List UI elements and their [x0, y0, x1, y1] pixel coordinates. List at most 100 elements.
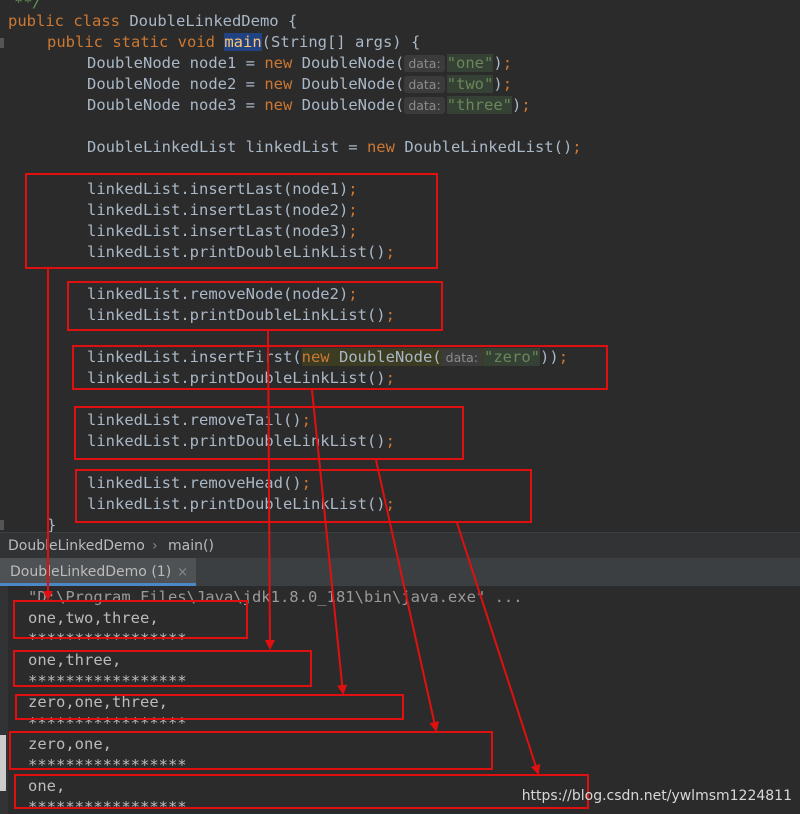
fold-marker-icon[interactable]	[0, 520, 4, 530]
semicolon: ;	[385, 243, 395, 261]
keyword: new	[264, 75, 293, 93]
semicolon: ;	[558, 348, 569, 366]
semicolon: ;	[348, 222, 358, 240]
ctor: DoubleNode(	[301, 75, 405, 93]
code-line: linkedList.printDoubleLinkList();	[87, 242, 395, 263]
statement: linkedList.printDoubleLinkList()	[87, 432, 386, 450]
statement: linkedList.removeNode(node2)	[87, 285, 349, 303]
semicolon: ;	[301, 411, 311, 429]
code-line: linkedList.removeNode(node2);	[87, 284, 358, 305]
paren: )	[493, 54, 503, 72]
code-line: linkedList.removeHead();	[87, 473, 311, 494]
statement: linkedList.insertLast(node2)	[87, 201, 349, 219]
decl: DoubleLinkedList linkedList =	[87, 138, 367, 156]
breadcrumb-method[interactable]: main()	[168, 538, 214, 554]
statement: linkedList.insertFirst(	[87, 348, 302, 366]
keyword: new	[366, 138, 395, 156]
brace: }	[47, 516, 57, 532]
semicolon: ;	[348, 180, 358, 198]
code-line: linkedList.insertFirst(new DoubleNode(da…	[87, 347, 568, 368]
code-line: linkedList.printDoubleLinkList();	[87, 368, 395, 389]
annotation-box-output-3	[15, 694, 404, 720]
annotation-box-output-2	[13, 650, 312, 687]
code-line: linkedList.removeTail();	[87, 410, 311, 431]
console-output-line: one,	[28, 777, 66, 795]
keyword: public class	[8, 12, 120, 30]
console-separator: *****************	[28, 630, 187, 648]
semicolon: ;	[301, 474, 311, 492]
code-line: linkedList.insertLast(node1);	[87, 179, 358, 200]
tab-label: DoubleLinkedDemo (1)	[10, 564, 172, 580]
annotation-box-insert-first	[72, 345, 608, 390]
console-separator: *****************	[28, 798, 187, 814]
statement: linkedList.insertLast(node1)	[87, 180, 349, 198]
code-line: DoubleNode node1 = new DoubleNode(data:"…	[87, 53, 512, 74]
keyword: new	[264, 54, 293, 72]
code-line: public static void main(String[] args) {	[47, 32, 420, 53]
statement: linkedList.printDoubleLinkList()	[87, 495, 386, 513]
paren: )	[493, 75, 503, 93]
console-output-line: one,three,	[28, 651, 122, 669]
annotation-box-remove-head	[75, 469, 532, 523]
string-literal: "three"	[446, 96, 513, 114]
comment-text: **/	[14, 0, 42, 11]
annotation-box-output-5	[14, 774, 589, 809]
watermark: https://blog.csdn.net/ywlmsm1224811	[521, 788, 792, 804]
semicolon: ;	[348, 201, 358, 219]
statement: linkedList.printDoubleLinkList()	[87, 306, 386, 324]
paren: ))	[540, 348, 559, 366]
statement: linkedList.removeTail()	[87, 411, 302, 429]
annotation-box-output-1	[13, 600, 248, 639]
param-hint: data:	[441, 349, 483, 366]
tab-run-config[interactable]: DoubleLinkedDemo (1) ×	[0, 558, 197, 586]
ctor: DoubleLinkedList()	[404, 138, 573, 156]
paren: )	[512, 96, 522, 114]
ctor: DoubleNode(	[338, 348, 442, 366]
close-icon[interactable]: ×	[177, 565, 189, 580]
console-output-line: zero,one,three,	[28, 693, 168, 711]
params: (String[] args) {	[261, 33, 421, 51]
statement: linkedList.removeHead()	[87, 474, 302, 492]
console-output-line: one,two,three,	[28, 609, 159, 627]
semicolon: ;	[521, 96, 531, 114]
breadcrumb: DoubleLinkedDemo › main()	[0, 532, 800, 559]
statement: linkedList.insertLast(node3)	[87, 222, 349, 240]
breadcrumb-class[interactable]: DoubleLinkedDemo	[8, 538, 145, 554]
statement: linkedList.printDoubleLinkList()	[87, 369, 386, 387]
console-gutter-selection	[0, 735, 6, 791]
keyword: new	[301, 348, 330, 366]
annotation-box-remove-node	[67, 281, 443, 331]
decl: DoubleNode node2 =	[87, 75, 265, 93]
statement: linkedList.printDoubleLinkList()	[87, 243, 386, 261]
code-line: **/	[14, 0, 42, 13]
semicolon: ;	[385, 432, 395, 450]
keyword: public static void	[47, 33, 215, 51]
semicolon: ;	[572, 138, 582, 156]
class-name: DoubleLinkedDemo	[129, 12, 279, 30]
fold-marker-icon[interactable]	[0, 38, 4, 48]
method-name: main	[224, 33, 262, 51]
code-editor[interactable]: **/ public class DoubleLinkedDemo { publ…	[0, 0, 800, 532]
code-line: public class DoubleLinkedDemo {	[8, 11, 297, 32]
string-literal: "zero"	[484, 348, 541, 366]
param-hint: data:	[404, 76, 445, 93]
chevron-right-icon: ›	[152, 538, 158, 554]
code-line: DoubleNode node2 = new DoubleNode(data:"…	[87, 74, 512, 95]
decl: DoubleNode node3 =	[87, 96, 265, 114]
ctor: DoubleNode(	[301, 54, 405, 72]
string-literal: "one"	[446, 54, 494, 72]
param-hint: data:	[404, 55, 445, 72]
keyword: new	[264, 96, 293, 114]
code-line: linkedList.printDoubleLinkList();	[87, 305, 395, 326]
code-line: DoubleLinkedList linkedList = new Double…	[87, 137, 582, 158]
code-line: DoubleNode node3 = new DoubleNode(data:"…	[87, 95, 531, 116]
brace: {	[287, 12, 298, 30]
run-tab-bar: DoubleLinkedDemo (1) ×	[0, 558, 800, 587]
semicolon: ;	[385, 369, 395, 387]
code-line: }	[47, 515, 56, 532]
ctor: DoubleNode(	[301, 96, 405, 114]
code-line: linkedList.insertLast(node3);	[87, 221, 358, 242]
code-line: linkedList.insertLast(node2);	[87, 200, 358, 221]
semicolon: ;	[502, 54, 513, 72]
string-literal: "two"	[446, 75, 494, 93]
